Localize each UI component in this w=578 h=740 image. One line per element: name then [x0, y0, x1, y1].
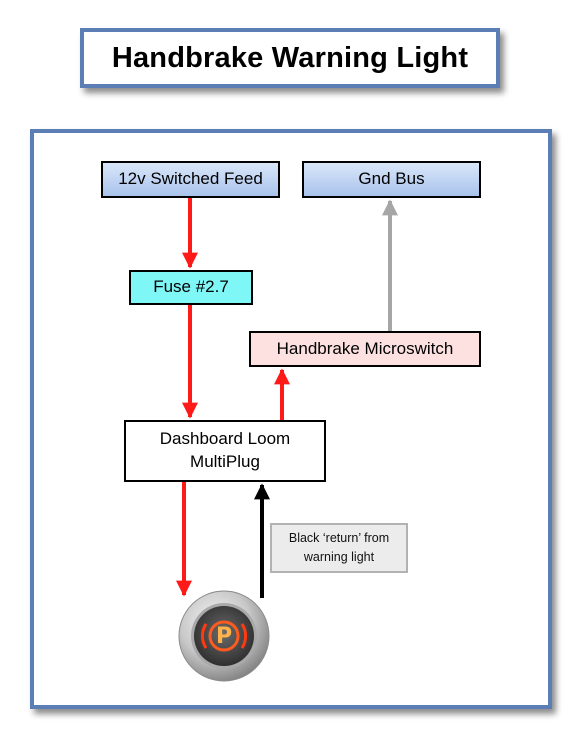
lamp-p-symbol: P	[215, 623, 233, 649]
return-wire-note: Black ‘return’ from warning light	[270, 523, 408, 573]
loom-label-line2: MultiPlug	[190, 452, 260, 471]
ground-bus-node: Gnd Bus	[302, 161, 481, 198]
note-line2: warning light	[303, 550, 375, 564]
microswitch-node: Handbrake Microswitch	[249, 331, 481, 367]
loom-label-line1: Dashboard Loom	[159, 429, 291, 449]
microswitch-label: Handbrake Microswitch	[276, 338, 454, 358]
switched-feed-label: 12v Switched Feed	[118, 169, 263, 189]
diagram-title: Handbrake Warning Light	[111, 41, 469, 74]
ground-bus-label: Gnd Bus	[358, 169, 425, 189]
loom-multiplug-node: Dashboard Loom MultiPlug	[124, 420, 326, 482]
warning-lamp-icon	[178, 590, 270, 682]
note-line1: Black ‘return’ from	[288, 531, 390, 546]
diagram-panel	[30, 129, 552, 709]
switched-feed-node: 12v Switched Feed	[101, 161, 280, 198]
fuse-node: Fuse #2.7	[129, 270, 253, 305]
title-box: Handbrake Warning Light	[80, 28, 500, 88]
fuse-label: Fuse #2.7	[153, 277, 229, 297]
